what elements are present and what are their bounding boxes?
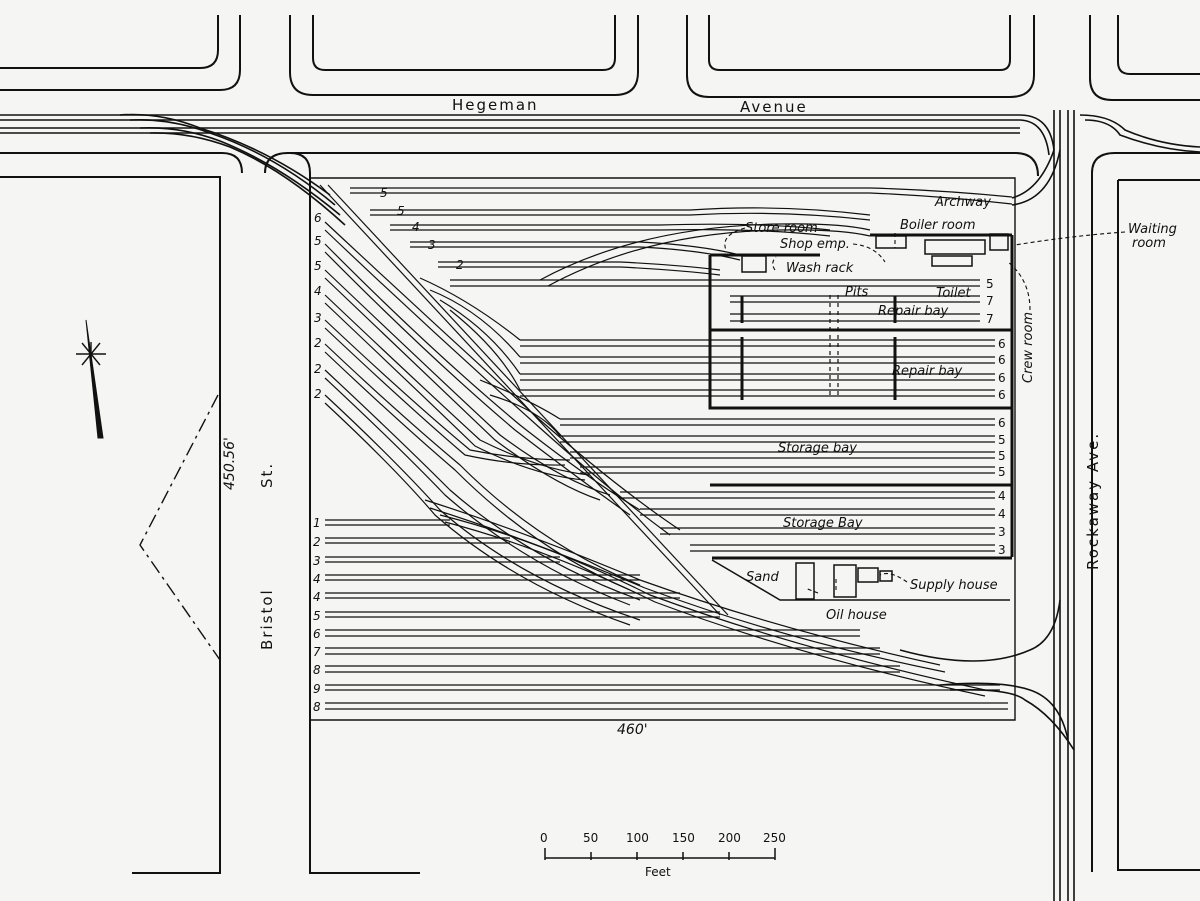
track-number: 5 (397, 204, 405, 218)
label-pointers (724, 227, 1126, 594)
track-number: 5 (380, 186, 388, 200)
label-toilet: Toilet (936, 286, 972, 301)
track-number: 3 (428, 238, 436, 252)
track-number: 4 (313, 572, 321, 586)
track-number: 5 (998, 433, 1006, 447)
track-number: 6 (998, 371, 1006, 385)
track-number: 2 (314, 336, 322, 350)
label-wash-rack: Wash rack (786, 261, 854, 276)
diagonal-ladder-tracks (319, 184, 986, 697)
building-labels: Archway Store room Boiler room Waiting r… (745, 195, 1177, 623)
track-number: 6 (998, 353, 1006, 367)
track-number: 7 (313, 645, 321, 659)
top-ladder-tracks (350, 187, 1013, 287)
yard-boundary (310, 177, 1016, 721)
street-labels: Hegeman Avenue Bristol St. Rockaway Ave. (258, 96, 1102, 650)
label-oil-house: Oil house (826, 608, 887, 623)
track-number: 2 (314, 362, 322, 376)
track-number: 1 (313, 516, 321, 530)
scale-tick-label: 0 (540, 831, 548, 845)
track-number: 6 (998, 388, 1006, 402)
track-number: 3 (998, 525, 1006, 539)
street-bristol: Bristol (258, 588, 276, 650)
label-sand: Sand (746, 570, 779, 585)
track-numbers-bottom: 1 2 3 4 4 5 6 7 8 9 8 (313, 516, 321, 714)
wall-ties (740, 296, 897, 400)
track-number: 9 (313, 682, 321, 696)
track-number: 2 (314, 387, 322, 401)
track-number: 5 (314, 234, 322, 248)
scale-labels: 0 50 100 150 200 250 Feet (540, 831, 786, 879)
label-boiler-room: Boiler room (900, 218, 976, 233)
street-curbs (0, 15, 1200, 874)
scale-bar (544, 848, 776, 860)
pits (829, 295, 839, 395)
scale-tick-label: 100 (626, 831, 649, 845)
dimension-labels: 460' 450.56' (222, 437, 648, 738)
track-number: 7 (986, 294, 994, 308)
dimension-height: 450.56' (222, 437, 238, 490)
track-number: 3 (313, 554, 321, 568)
lot-line (139, 394, 221, 661)
street-rockaway: Rockaway Ave. (1084, 432, 1102, 570)
label-pits: Pits (845, 285, 869, 300)
hegeman-tracks (0, 113, 1200, 226)
track-numbers-left: 6 5 5 4 3 2 2 2 (314, 211, 322, 401)
track-number: 3 (998, 543, 1006, 557)
buildings (711, 233, 1010, 601)
track-numbers-top: 5 5 4 3 2 (380, 186, 464, 272)
label-storage-bay-2: Storage Bay (783, 516, 863, 531)
north-arrow-icon (76, 319, 106, 439)
street-avenue: Avenue (740, 98, 808, 116)
track-number: 7 (986, 312, 994, 326)
label-archway: Archway (934, 195, 991, 210)
track-numbers-right: 5 7 7 6 6 6 6 6 5 5 5 4 4 3 3 (986, 277, 1006, 557)
scale-tick-label: 150 (672, 831, 695, 845)
dimension-width: 460' (617, 722, 648, 738)
scale-tick-label: 250 (763, 831, 786, 845)
label-repair-bay-1: Repair bay (878, 304, 949, 319)
label-waiting: Waiting (1128, 222, 1177, 237)
label-supply-house: Supply house (910, 578, 998, 593)
rockaway-tracks (899, 110, 1075, 901)
scale-tick-label: 200 (718, 831, 741, 845)
track-number: 2 (313, 535, 321, 549)
track-number: 6 (998, 416, 1006, 430)
track-number: 5 (314, 259, 322, 273)
street-hegeman: Hegeman (452, 96, 539, 114)
label-shop-emp: Shop emp. (780, 237, 850, 252)
scale-unit: Feet (645, 865, 671, 879)
track-number: 8 (313, 663, 321, 677)
scale-tick-label: 50 (583, 831, 598, 845)
label-store-room: Store room (745, 221, 818, 236)
label-crew-room: Crew room (1021, 312, 1036, 383)
track-number: 6 (998, 337, 1006, 351)
track-number: 4 (314, 284, 322, 298)
track-number: 4 (998, 489, 1006, 503)
track-number: 4 (313, 590, 321, 604)
label-storage-bay-1: Storage bay (778, 441, 857, 456)
track-number: 5 (313, 609, 321, 623)
track-number: 8 (313, 700, 321, 714)
track-number: 5 (986, 277, 994, 291)
track-number: 4 (412, 220, 420, 234)
track-number: 6 (314, 211, 322, 225)
track-number: 4 (998, 507, 1006, 521)
track-number: 3 (314, 311, 322, 325)
label-repair-bay-2: Repair bay (892, 364, 963, 379)
track-number: 6 (313, 627, 321, 641)
track-number: 2 (456, 258, 464, 272)
carhouse-tracks (450, 279, 995, 552)
track-number: 5 (998, 449, 1006, 463)
street-st: St. (258, 462, 276, 488)
label-waiting-room: room (1132, 236, 1166, 251)
carhouse-walls (708, 233, 1014, 560)
track-number: 5 (998, 465, 1006, 479)
